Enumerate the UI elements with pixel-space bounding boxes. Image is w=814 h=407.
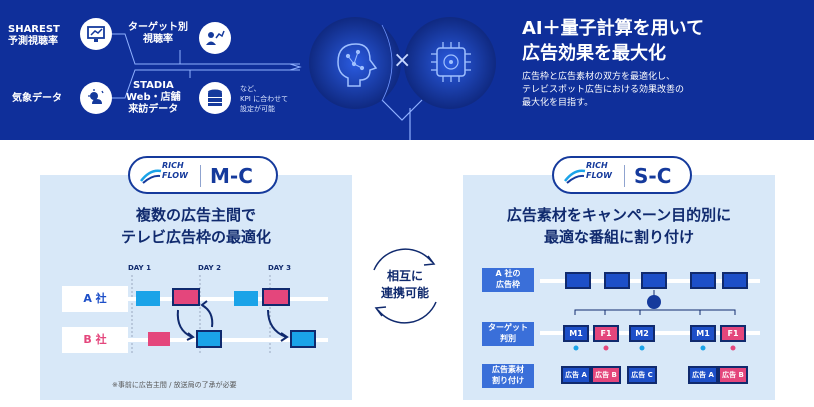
description: 広告枠と広告素材の双方を最適化し、 テレビスポット広告における効果改善の 最大化… bbox=[522, 72, 685, 108]
logo-divider bbox=[200, 165, 201, 187]
sc-code: S-C bbox=[634, 164, 672, 188]
ad-slot-monitor bbox=[641, 272, 667, 289]
ad-creative-tile: 広告 B bbox=[591, 366, 621, 384]
row-label-company-a: A 社 bbox=[62, 286, 128, 312]
chip-icon bbox=[431, 42, 471, 82]
branch-lines bbox=[381, 99, 423, 140]
ad-creative-tile: 広告 A bbox=[561, 366, 591, 384]
source-stadia-label: STADIA Web・店舗 来訪データ bbox=[126, 80, 181, 115]
ad-slot-monitor bbox=[722, 272, 748, 289]
timeline-a bbox=[128, 297, 328, 301]
row-label-company-b: B 社 bbox=[62, 327, 128, 353]
target-monitor: F1 bbox=[593, 325, 619, 342]
rich-flow-text: RICH FLOW bbox=[586, 161, 612, 180]
target-monitor: M2 bbox=[629, 325, 655, 342]
source-weather-label: 気象データ bbox=[12, 93, 62, 104]
slot-a-day1 bbox=[136, 291, 160, 306]
people-chart-icon bbox=[199, 22, 231, 54]
rich-flow-text: RICH FLOW bbox=[162, 161, 188, 180]
swoosh-icon bbox=[564, 169, 586, 184]
target-monitor: M1 bbox=[690, 325, 716, 342]
ad-creative-tile: 広告 A bbox=[688, 366, 718, 384]
row-label-target: ターゲット 判別 bbox=[482, 322, 534, 346]
day-label: DAY 1 bbox=[128, 264, 151, 272]
header-banner: SHAREST 予測視聴率 ターゲット別 視聴率 気象データ STADIA We… bbox=[0, 0, 814, 140]
row-label-assign: 広告素材 割り付け bbox=[482, 364, 534, 388]
ad-creative-tile: 広告 C bbox=[627, 366, 657, 384]
slot-a-day2-pink bbox=[172, 288, 200, 306]
logo-divider bbox=[624, 165, 625, 187]
database-icon bbox=[199, 82, 231, 114]
target-monitor: F1 bbox=[720, 325, 746, 342]
slot-b-day2-blue bbox=[196, 330, 222, 348]
row-label-ad-slots: A 社の 広告枠 bbox=[482, 268, 534, 292]
mc-code: M-C bbox=[210, 164, 253, 188]
day-label: DAY 2 bbox=[198, 264, 221, 272]
mc-logo: RICH FLOW M-C bbox=[128, 156, 278, 194]
source-sharest-label: SHAREST 予測視聴率 bbox=[8, 24, 60, 47]
kpi-note: など、 KPI に合わせて 設定が可能 bbox=[240, 85, 289, 113]
chart-monitor-icon bbox=[80, 18, 112, 50]
headline: AI＋量子計算を用いて 広告効果を最大化 bbox=[522, 18, 705, 64]
target-monitor: M1 bbox=[563, 325, 589, 342]
timeline-b bbox=[128, 338, 328, 342]
mc-footnote: ※事前に広告主間 / 放送局の了承が必要 bbox=[112, 381, 237, 389]
source-target-label: ターゲット別 視聴率 bbox=[128, 22, 188, 45]
ad-slot-monitor bbox=[565, 272, 591, 289]
slot-b-day3-blue bbox=[290, 330, 316, 348]
slot-a-day3 bbox=[234, 291, 258, 306]
day-label: DAY 3 bbox=[268, 264, 291, 272]
sync-arrows-icon bbox=[373, 248, 437, 324]
source-connector-lines bbox=[112, 33, 423, 140]
sc-title: 広告素材をキャンペーン目的別に 最適な番組に割り付け bbox=[506, 206, 732, 246]
ad-slot-monitor bbox=[690, 272, 716, 289]
weather-icon bbox=[80, 82, 112, 114]
ad-slot-monitor bbox=[604, 272, 630, 289]
sc-logo: RICH FLOW S-C bbox=[552, 156, 692, 194]
ad-creative-tile: 広告 B bbox=[718, 366, 748, 384]
slot-a-day3-pink bbox=[262, 288, 290, 306]
brain-icon bbox=[337, 43, 378, 87]
cross-symbol: × bbox=[393, 48, 412, 73]
ai-node-icon bbox=[647, 295, 661, 309]
slot-b-day1 bbox=[148, 332, 170, 346]
mc-title: 複数の広告主間で テレビ広告枠の最適化 bbox=[120, 206, 271, 246]
mutual-link-label: 相互に 連携可能 bbox=[380, 269, 429, 300]
swoosh-icon bbox=[140, 169, 162, 184]
